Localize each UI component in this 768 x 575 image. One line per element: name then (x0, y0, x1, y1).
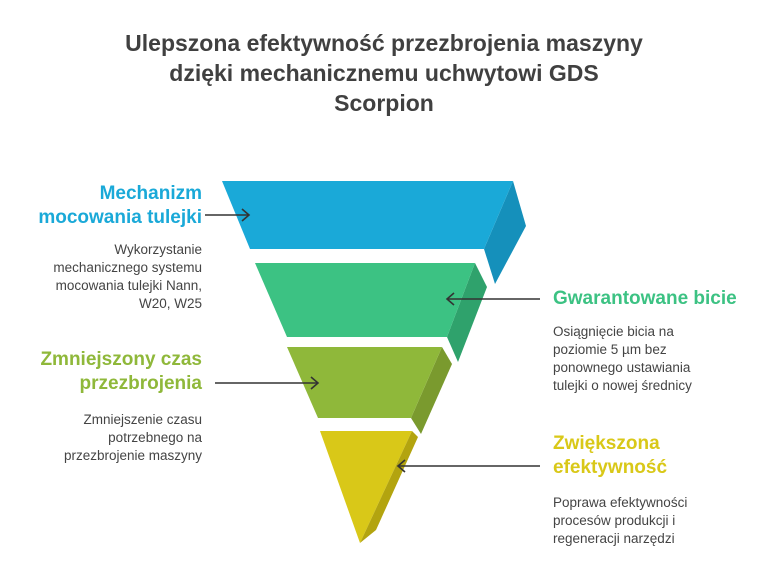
stage-4-desc-line-2: procesów produkcji i (553, 513, 676, 528)
arrow-mechanizm (205, 208, 251, 222)
funnel-stage-czas (287, 347, 452, 434)
diagram-title: Ulepszona efektywność przezbrojenia masz… (84, 28, 684, 118)
stage-2-desc-line-3: ponownego ustawiania (553, 360, 691, 375)
stage-1-description: Wykorzystanie mechanicznego systemu moco… (53, 241, 202, 313)
stage-4-heading-line-1: Zwiększona (553, 433, 660, 454)
stage-1-heading: Mechanizm mocowania tulejki (38, 182, 202, 230)
arrow-czas (215, 376, 320, 390)
stage-1-heading-line-2: mocowania tulejki (38, 207, 202, 228)
funnel-stage-mechanizm (222, 181, 526, 284)
stage-3-description: Zmniejszenie czasu potrzebnego na przezb… (64, 411, 202, 465)
title-line-2: dzięki mechanicznemu uchwytowi GDS (169, 60, 599, 86)
arrow-bicie (445, 292, 540, 306)
stage-1-heading-line-1: Mechanizm (99, 183, 202, 204)
title-line-3: Scorpion (334, 90, 434, 116)
stage-3-desc-line-2: potrzebnego na (108, 430, 202, 445)
stage-2-desc-line-4: tulejki o nowej średnicy (553, 378, 692, 393)
stage-2-heading-line-1: Gwarantowane bicie (553, 288, 737, 309)
stage-2-description: Osiągnięcie bicia na poziomie 5 µm bez p… (553, 323, 692, 395)
stage-3-heading: Zmniejszony czas przezbrojenia (40, 348, 202, 396)
stage-3-heading-line-2: przezbrojenia (79, 373, 202, 394)
stage-4-desc-line-3: regeneracji narzędzi (553, 531, 675, 546)
stage-1-desc-line-4: W20, W25 (138, 296, 202, 311)
stage-4-desc-line-1: Poprawa efektywności (553, 495, 688, 510)
arrow-efektywnosc (396, 459, 540, 473)
stage-1-desc-line-1: Wykorzystanie (114, 242, 202, 257)
stage-2-desc-line-1: Osiągnięcie bicia na (553, 324, 674, 339)
stage-4-heading-line-2: efektywność (553, 457, 668, 478)
stage-1-desc-line-2: mechanicznego systemu (53, 260, 202, 275)
stage-3-heading-line-1: Zmniejszony czas (40, 349, 202, 370)
funnel-stage-efektywnosc (320, 431, 418, 543)
stage-3-desc-line-3: przezbrojenie maszyny (63, 448, 202, 463)
stage-4-heading: Zwiększona efektywność (553, 432, 667, 480)
stage-2-desc-line-2: poziomie 5 µm bez (553, 342, 667, 357)
stage-1-desc-line-3: mocowania tulejki Nann, (55, 278, 202, 293)
stage-3-desc-line-1: Zmniejszenie czasu (83, 412, 202, 427)
stage-2-heading: Gwarantowane bicie (553, 287, 737, 311)
stage-4-description: Poprawa efektywności procesów produkcji … (553, 494, 687, 548)
funnel-stage-bicie (255, 263, 487, 362)
title-line-1: Ulepszona efektywność przezbrojenia masz… (125, 30, 643, 56)
